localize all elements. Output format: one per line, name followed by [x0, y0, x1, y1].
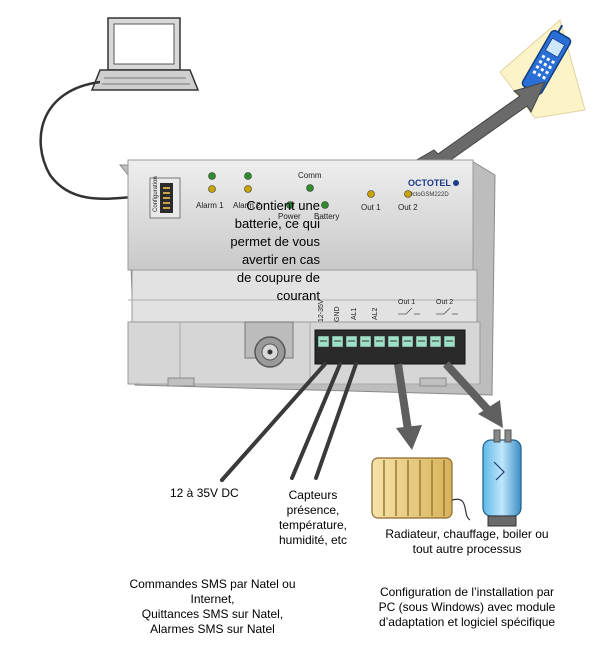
gsm-link-arrow — [411, 81, 546, 171]
led-out2: Out 2 — [398, 190, 418, 212]
battery-note-line: Contient une — [246, 198, 320, 213]
terminal-block — [314, 329, 466, 365]
sms-label-line: Alarmes SMS sur Natel — [150, 622, 275, 636]
led-icon — [244, 172, 252, 180]
terminal-out1-label: Out 1 — [398, 299, 415, 306]
led-icon — [306, 184, 314, 192]
config-label-line: PC (sous Windows) avec module — [378, 600, 556, 614]
sms-label: Commandes SMS par Natel ou Internet, Qui… — [105, 577, 320, 637]
battery-note: Contient une batterie, ce qui permet de … — [160, 197, 320, 305]
output-arrow-radiator — [394, 363, 422, 450]
terminal-out2-label: Out 2 — [436, 299, 453, 306]
configuration-port-label: Configuration — [153, 176, 159, 212]
led-icon — [244, 185, 252, 193]
led-alarm1: Alarm 1 — [196, 172, 224, 210]
led-icon — [286, 201, 294, 209]
terminal-gnd-label: GND — [334, 306, 341, 322]
sensors-label-line: humidité, etc — [278, 533, 348, 547]
terminal-supply-label: 12-35V — [318, 299, 325, 322]
brand-label: OCTOTEL — [408, 178, 451, 188]
model-label: OctoGSM222D — [408, 192, 449, 198]
radiator-icon — [371, 457, 471, 521]
led-out1-label: Out 1 — [361, 203, 381, 212]
wire-end-icon — [220, 478, 224, 482]
outputs-label-line: tout autre processus — [412, 542, 522, 556]
led-power-label: Power — [278, 212, 301, 221]
battery-note-line: de coupure de — [236, 270, 320, 285]
input-wires — [220, 362, 358, 482]
led-icon — [321, 201, 329, 209]
led-alarm2-label: Alarm 2 — [233, 201, 261, 210]
laptop-icon — [90, 17, 200, 91]
config-label: Configuration de l’installation par PC (… — [352, 585, 582, 630]
led-battery-label: Battery — [314, 212, 339, 221]
led-icon — [404, 190, 412, 198]
boiler-icon — [482, 429, 522, 527]
sensors-label: Capteurs présence, température, humidité… — [268, 488, 358, 548]
outputs-label: Radiateur, chauffage, boiler ou tout aut… — [362, 527, 572, 557]
led-alarm2: Alarm 2 — [233, 172, 261, 210]
sensors-label-line: température, — [278, 518, 348, 532]
led-icon — [208, 172, 216, 180]
config-label-line: Configuration de l’installation par — [379, 585, 555, 599]
led-icon — [208, 185, 216, 193]
led-power: Power — [278, 201, 301, 221]
config-cable — [39, 80, 151, 201]
sms-label-line: Quittances SMS sur Natel, — [141, 607, 284, 621]
battery-note-line: courant — [276, 288, 320, 303]
led-out1: Out 1 — [361, 190, 381, 212]
config-label-line: d’adaptation et logiciel spécifique — [378, 615, 556, 629]
sensors-label-line: Capteurs — [288, 488, 338, 502]
brand-dot-icon — [453, 180, 459, 186]
antenna-connector — [244, 321, 294, 368]
sms-label-line: Internet, — [190, 592, 235, 606]
terminal-al2-label: AL2 — [372, 307, 379, 320]
sensors-label-line: présence, — [286, 503, 340, 517]
led-icon — [367, 190, 375, 198]
led-comm-label: Comm — [298, 171, 322, 180]
led-out2-label: Out 2 — [398, 203, 418, 212]
output-arrow-boiler — [443, 361, 503, 428]
power-supply-label: 12 à 35V DC — [170, 486, 239, 500]
outputs-label-line: Radiateur, chauffage, boiler ou — [385, 527, 549, 541]
battery-note-line: batterie, ce qui — [234, 216, 320, 231]
battery-note-line: permet de vous — [230, 234, 320, 249]
relay-symbols — [398, 307, 458, 315]
led-battery: Battery — [314, 201, 339, 221]
led-alarm1-label: Alarm 1 — [196, 201, 224, 210]
terminal-al1-label: AL1 — [351, 307, 358, 320]
battery-note-line: avertir en cas — [241, 252, 320, 267]
led-comm: Comm — [298, 171, 322, 192]
sms-label-line: Commandes SMS par Natel ou — [129, 577, 296, 591]
configuration-port: Configuration — [149, 176, 181, 219]
